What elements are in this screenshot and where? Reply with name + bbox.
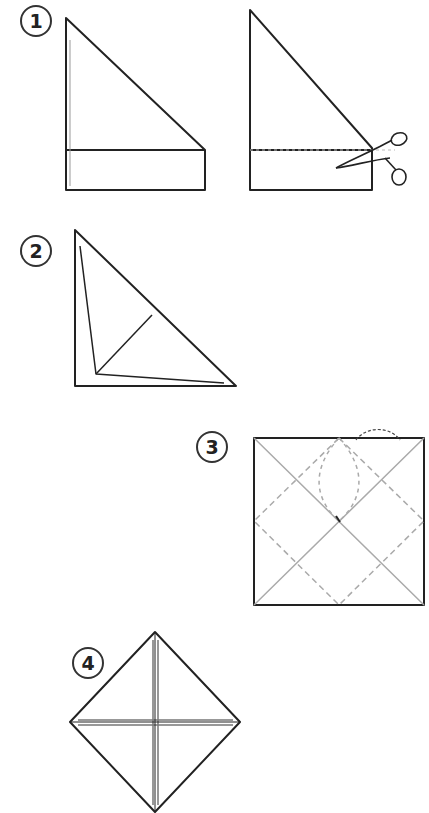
center-flaps (70, 632, 240, 812)
inner-fold (80, 246, 224, 383)
scissors (336, 131, 409, 185)
fold-arrow (356, 430, 400, 441)
folded-paper (66, 18, 205, 190)
folded-envelope (70, 632, 240, 812)
step-number: 1 (20, 5, 52, 37)
step-number-text: 4 (81, 654, 94, 673)
step-number-text: 3 (205, 438, 218, 457)
step-number: 2 (20, 235, 52, 267)
folded-triangle (75, 230, 236, 386)
step-number-text: 2 (29, 242, 42, 261)
paper-edge (70, 40, 71, 186)
fold-edge (66, 149, 205, 151)
paper-square (254, 438, 424, 605)
crease-lines (254, 438, 424, 605)
step-number-text: 1 (29, 12, 42, 31)
step-number: 3 (196, 431, 228, 463)
center-mark (336, 516, 340, 522)
folded-paper (250, 10, 372, 190)
fold-line (96, 315, 152, 374)
step-number: 4 (72, 647, 104, 679)
